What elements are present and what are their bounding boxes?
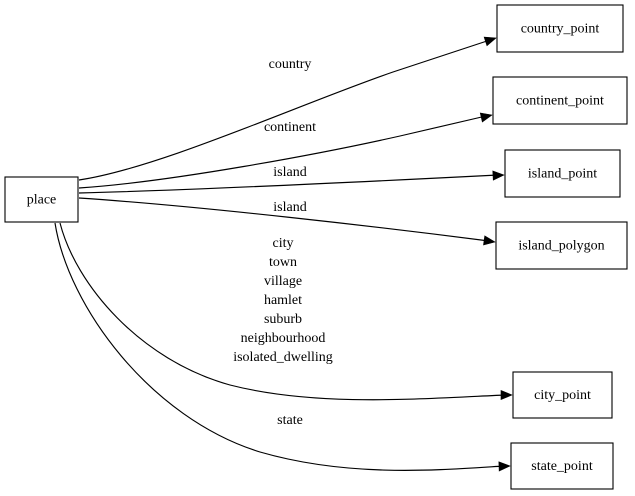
node-label: continent_point (516, 94, 604, 109)
edge-place-to-continent_point[interactable]: continent (78, 112, 493, 189)
edge-line (78, 174, 499, 194)
node-label: state_point (531, 459, 593, 474)
target-node-box (504, 149, 621, 198)
edge-place-to-state_point[interactable]: state (54, 222, 511, 472)
target-node-box (495, 221, 628, 270)
target-node-box (492, 76, 628, 125)
node-label: island_polygon (518, 239, 604, 254)
edge-line (59, 222, 507, 401)
node-state_point[interactable]: state_point (510, 442, 614, 490)
edge-arrowhead (483, 235, 496, 246)
target-node-box (512, 371, 613, 419)
node-city_point[interactable]: city_point (512, 371, 613, 419)
node-island_point[interactable]: island_point (504, 149, 621, 198)
node-label: city_point (534, 388, 591, 403)
edge-line (78, 39, 491, 181)
node-label: island_point (528, 167, 597, 182)
source-node-box (4, 176, 79, 223)
edge-label: state (277, 413, 303, 428)
node-label: country_point (521, 22, 600, 37)
node-country_point[interactable]: country_point (496, 4, 624, 53)
target-node-box (510, 442, 614, 490)
edge-label: island (273, 200, 306, 215)
edge-place-to-island_point[interactable]: island (78, 165, 505, 194)
node-layer: place country_point continent_point island_… (4, 4, 628, 490)
edge-label: country (269, 57, 312, 72)
edge-arrowhead (498, 461, 511, 472)
edge-label: island (273, 165, 306, 180)
node-island_polygon[interactable]: island_polygon (495, 221, 628, 270)
node-place[interactable]: place (4, 176, 79, 223)
edge-line (54, 222, 505, 471)
target-node-box (496, 4, 624, 53)
edge-label: continent (264, 120, 316, 135)
node-continent_point[interactable]: continent_point (492, 76, 628, 125)
edge-line (78, 197, 490, 242)
edge-arrowhead (500, 389, 513, 401)
node-label: place (27, 193, 57, 208)
edge-arrowhead (492, 170, 505, 181)
edge-arrowhead (479, 112, 493, 123)
edge-line (78, 115, 487, 189)
edge-place-to-country_point[interactable]: country (78, 36, 497, 181)
edge-arrowhead (483, 36, 497, 47)
edge-place-to-island_polygon[interactable]: island (78, 197, 496, 246)
